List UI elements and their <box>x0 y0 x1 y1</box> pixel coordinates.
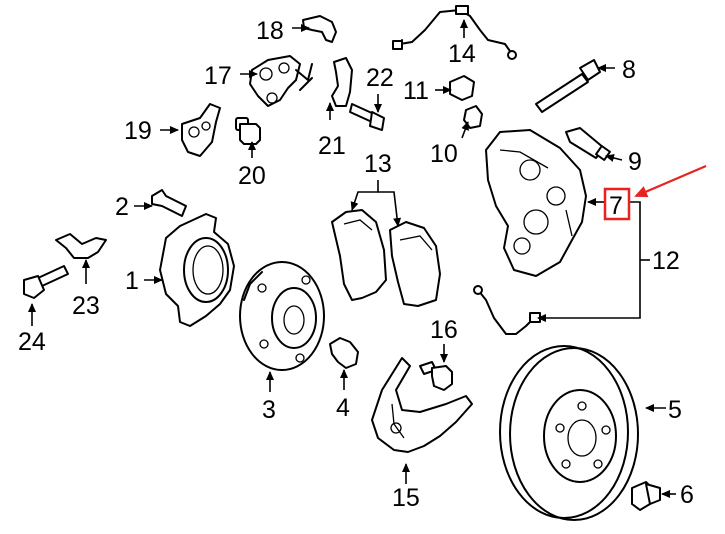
label-22: 22 <box>366 64 394 92</box>
part-2-stud <box>151 189 187 217</box>
label-11: 11 <box>403 77 429 105</box>
label-7: 7 <box>609 192 623 220</box>
highlight-part-7 <box>603 164 707 221</box>
part-18-clip <box>302 15 337 43</box>
callout-labels: 18 14 17 22 8 11 19 21 10 9 13 20 2 7 12… <box>18 17 694 512</box>
highlight-arrow <box>634 164 707 198</box>
part-1-wheel-bearing <box>159 213 235 327</box>
label-9: 9 <box>628 148 642 176</box>
label-5: 5 <box>668 396 682 424</box>
part-13-brake-pads <box>331 209 441 307</box>
part-23-bracket <box>55 233 107 259</box>
label-13: 13 <box>364 150 392 178</box>
part-24-bolt <box>23 265 69 299</box>
part-22-bolt <box>349 103 385 131</box>
label-24: 24 <box>18 328 46 356</box>
part-21-bracket <box>331 57 353 107</box>
label-23: 23 <box>72 292 100 320</box>
part-8-guide-bolt <box>535 59 601 113</box>
part-16-bolt <box>419 361 453 391</box>
highlight-box <box>603 187 631 221</box>
label-8: 8 <box>622 56 636 84</box>
label-15: 15 <box>392 484 420 512</box>
part-6-rotor-screw <box>631 481 661 511</box>
label-14: 14 <box>448 40 476 68</box>
label-20: 20 <box>238 162 266 190</box>
label-17: 17 <box>204 62 232 90</box>
label-18: 18 <box>256 17 284 45</box>
label-2: 2 <box>115 193 129 221</box>
part-3-hub <box>239 261 325 371</box>
part-14-sensor-cable <box>392 5 517 60</box>
part-7-caliper <box>485 129 587 277</box>
part-5-brake-rotor <box>499 345 639 521</box>
label-21: 21 <box>318 132 346 160</box>
part-4-nut <box>329 337 359 369</box>
label-4: 4 <box>336 394 350 422</box>
part-19-bracket <box>181 103 221 157</box>
label-6: 6 <box>680 481 694 509</box>
label-10: 10 <box>430 140 458 168</box>
label-1: 1 <box>125 267 139 295</box>
part-20-bolt <box>235 117 261 145</box>
part-9-guide-pin <box>565 127 611 161</box>
part-17-sensor-bracket <box>249 55 313 107</box>
leader-lines <box>28 19 676 498</box>
part-15-splash-shield <box>371 357 473 453</box>
label-19: 19 <box>124 117 152 145</box>
label-3: 3 <box>262 396 276 424</box>
part-11-sensor <box>449 75 475 101</box>
label-12: 12 <box>652 247 680 275</box>
part-12-wear-sensor <box>473 285 541 335</box>
label-16: 16 <box>430 316 458 344</box>
